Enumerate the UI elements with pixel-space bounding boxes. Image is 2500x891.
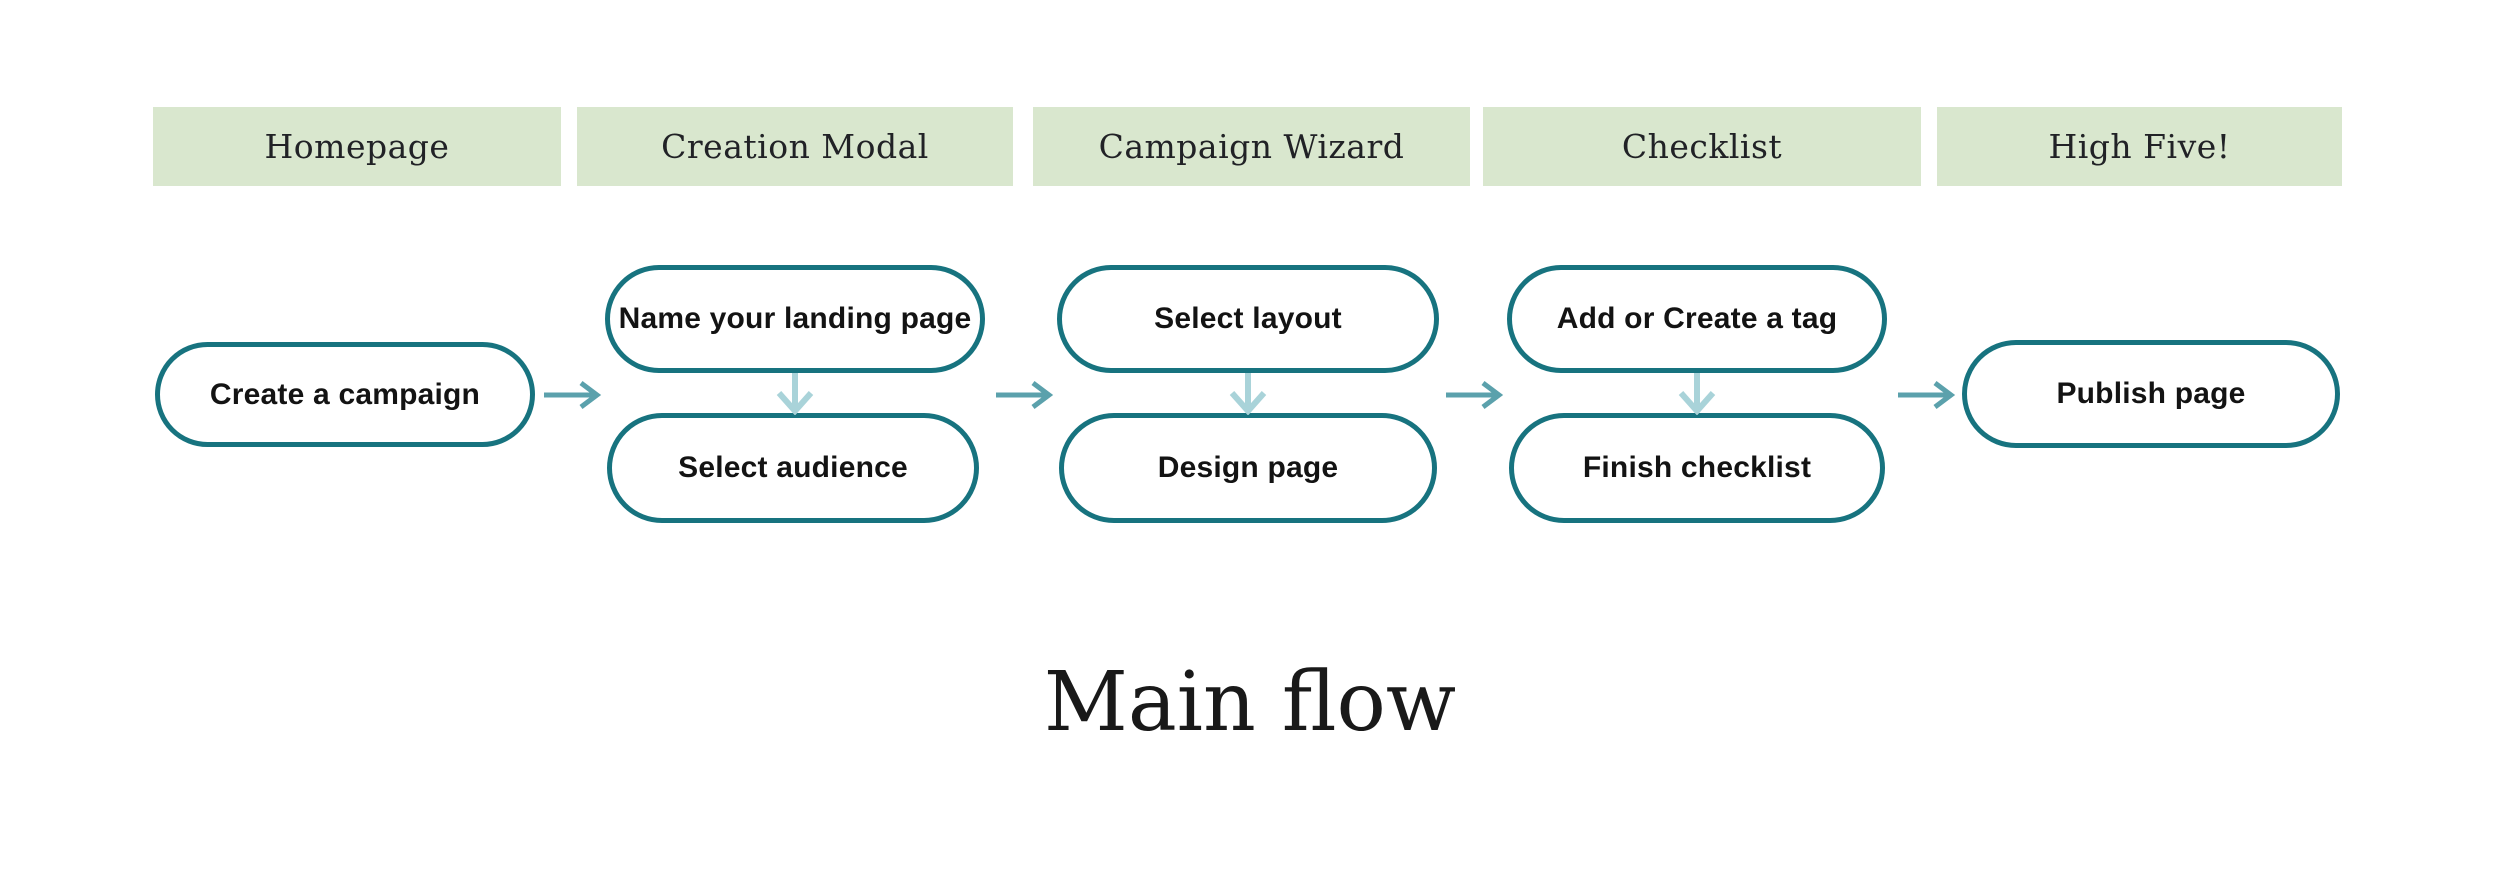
stage-header-campaign-wizard: Campaign Wizard bbox=[1033, 107, 1470, 186]
stage-header-high-five: High Five! bbox=[1937, 107, 2342, 186]
flow-node-name-your-landing-page: Name your landing page bbox=[605, 265, 985, 373]
arrow-right-icon bbox=[1898, 381, 1956, 409]
stage-header-checklist: Checklist bbox=[1483, 107, 1921, 186]
arrow-right-icon bbox=[1446, 381, 1504, 409]
stage-header-creation-modal: Creation Modal bbox=[577, 107, 1013, 186]
flow-node-add-or-create-a-tag: Add or Create a tag bbox=[1507, 265, 1887, 373]
arrow-down-icon bbox=[1678, 373, 1716, 415]
flow-node-select-layout: Select layout bbox=[1057, 265, 1439, 373]
arrow-right-icon bbox=[996, 381, 1054, 409]
flow-node-select-audience: Select audience bbox=[607, 413, 979, 523]
flow-node-publish-page: Publish page bbox=[1962, 340, 2340, 448]
stage-header-homepage: Homepage bbox=[153, 107, 561, 186]
flow-node-design-page: Design page bbox=[1059, 413, 1437, 523]
arrow-right-icon bbox=[544, 381, 602, 409]
arrow-down-icon bbox=[776, 373, 814, 415]
arrow-down-icon bbox=[1229, 373, 1267, 415]
flow-node-create-a-campaign: Create a campaign bbox=[155, 342, 535, 447]
diagram-title: Main flow bbox=[1043, 655, 1457, 750]
flow-node-finish-checklist: Finish checklist bbox=[1509, 413, 1885, 523]
